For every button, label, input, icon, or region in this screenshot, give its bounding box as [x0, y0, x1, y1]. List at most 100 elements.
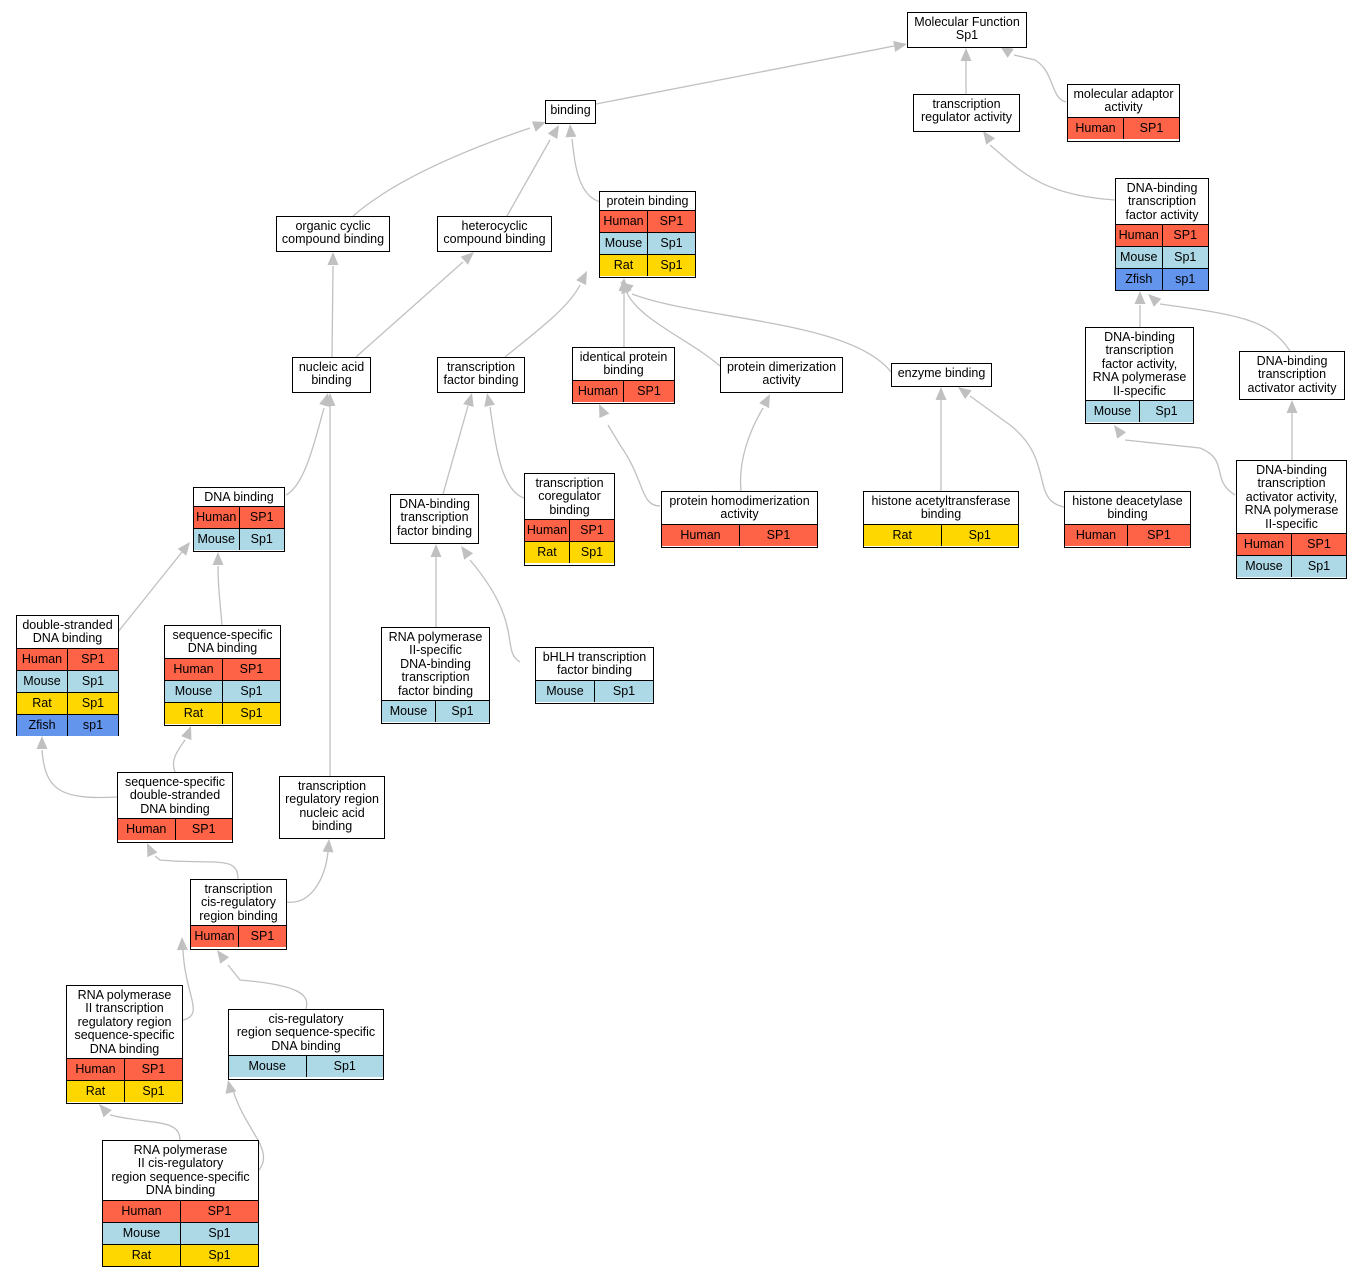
species-name: Human [662, 524, 740, 546]
species-row: Rat Sp1 [525, 541, 614, 564]
term-label-line: transcription [535, 476, 604, 490]
term-label-line: activity [762, 373, 801, 388]
term-label-line: binding [311, 373, 352, 388]
gene-symbol: Sp1 [660, 236, 683, 251]
term-label-line: organic cyclic [295, 219, 371, 233]
term-label-line: activity [1104, 100, 1143, 115]
term-label-line: transcription [1105, 343, 1174, 358]
edge-arrowhead [599, 404, 610, 419]
term-label-line: enzyme binding [897, 366, 986, 380]
gene-symbol: Sp1 [580, 545, 604, 560]
gene-symbol: SP1 [250, 929, 275, 944]
species-name: Rat [525, 542, 570, 564]
is-a-edge [41, 749, 118, 799]
species-name: Human [1237, 534, 1292, 556]
term-label-line: factor binding [397, 683, 474, 698]
term-label-line: protein dimerization [726, 360, 837, 374]
species-name: Mouse [536, 680, 595, 702]
edge-arrowhead [893, 41, 907, 52]
edge-arrowhead [147, 843, 158, 858]
term-label-line: region sequence-specific [111, 1169, 250, 1184]
edge-arrowhead [461, 546, 474, 560]
species-name: Human [525, 520, 570, 542]
term-label-line: sequence-specific [74, 1028, 175, 1043]
gene-symbol: Sp1 [208, 1247, 231, 1262]
term-label-line: compound binding [281, 232, 385, 247]
term-label-line: DNA-binding [1256, 463, 1327, 477]
species-name: Rat [600, 255, 648, 277]
edge-arrowhead [620, 282, 634, 295]
gene-symbol: Sp1 [612, 683, 636, 698]
term-label-line: DNA binding [145, 1183, 216, 1198]
species-name: Human [600, 211, 648, 233]
edge-arrowhead [1134, 291, 1146, 305]
term-label-line: RNA polymerase [1244, 503, 1339, 518]
is-a-edge [331, 265, 334, 358]
term-label-line: molecular adaptor [1073, 87, 1174, 101]
species-name: Rat [17, 692, 68, 714]
species-name: Human [573, 380, 624, 402]
term-label-line: transcription [932, 97, 1001, 111]
edge-arrowhead [565, 124, 577, 138]
species-name: Rat [864, 524, 942, 546]
edge-arrowhead [576, 271, 587, 286]
is-a-edge [286, 851, 329, 903]
term-label-line: transcription [297, 779, 367, 793]
is-a-edge [117, 551, 183, 633]
term-label-line: protein binding [606, 194, 689, 208]
gene-symbol: SP1 [239, 661, 264, 676]
edge-arrowhead [322, 839, 334, 853]
edge-arrowhead [1286, 400, 1298, 414]
gene-symbol: Sp1 [250, 532, 273, 547]
term-label-line: transcription [400, 510, 469, 525]
term-label-line: Sp1 [955, 28, 979, 43]
gene-symbol: Sp1 [142, 1084, 165, 1099]
gene-symbol: SP1 [141, 1062, 166, 1077]
is-a-edge [489, 406, 525, 499]
is-a-edge [1013, 54, 1067, 103]
is-a-edge [442, 405, 469, 495]
is-a-edge [571, 138, 601, 203]
term-label-line: DNA-binding [1104, 330, 1175, 344]
is-a-edge [227, 964, 308, 1010]
edge-arrowhead [99, 1104, 112, 1118]
term-label-line: transcription [204, 882, 273, 896]
edge-arrowhead [327, 252, 339, 266]
is-a-edge [989, 144, 1116, 201]
gene-symbol: SP1 [637, 383, 661, 398]
species-name: Human [194, 507, 240, 529]
gene-symbol: SP1 [81, 651, 105, 666]
edge-arrowhead [36, 736, 48, 750]
